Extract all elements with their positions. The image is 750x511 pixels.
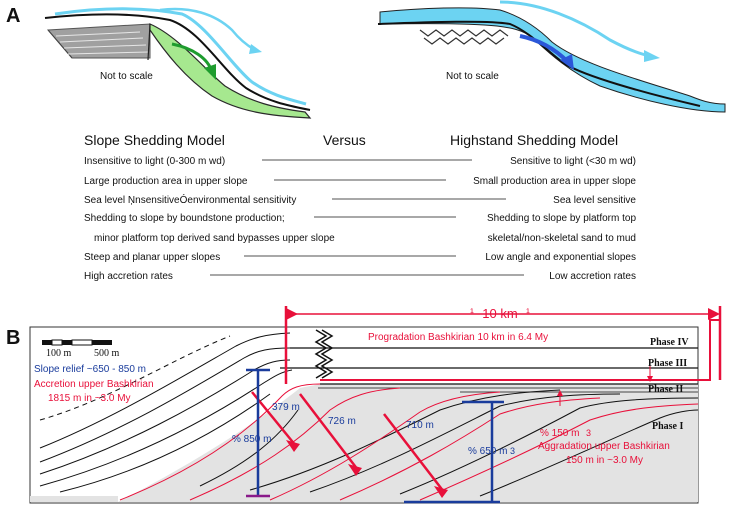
scale-100m: 100 m bbox=[46, 348, 72, 359]
comparison-rows: Insensitive to light (0-300 m wd) Sensit… bbox=[84, 156, 636, 282]
title-highstand-shedding: Highstand Shedding Model bbox=[450, 132, 618, 148]
progradation-label: Progradation Bashkirian 10 km in 6.4 My bbox=[368, 332, 548, 343]
label-150m: % 150 m bbox=[540, 428, 579, 439]
panel-a-label: A bbox=[6, 5, 20, 27]
title-versus: Versus bbox=[323, 132, 366, 148]
slope-shedding-sketch bbox=[44, 7, 312, 119]
label-379m: 379 m bbox=[272, 402, 300, 413]
phase-ii-label: Phase II bbox=[648, 384, 683, 395]
distance-label: 10 km bbox=[482, 306, 517, 321]
row-4-right: Shedding to slope by platform top bbox=[487, 213, 636, 224]
accretion-label-1: Accretion upper Bashkirian bbox=[34, 379, 154, 390]
row-6-right: Low angle and exponential slopes bbox=[485, 252, 636, 263]
label-850m: % 850 m bbox=[232, 434, 271, 445]
aggradation-label-2: 150 m in ~3.0 My bbox=[566, 455, 643, 466]
row-2-left: Large production area in upper slope bbox=[84, 176, 248, 187]
title-slope-shedding: Slope Shedding Model bbox=[84, 132, 225, 148]
phase-i-label: Phase I bbox=[652, 421, 684, 432]
row-1-left: Insensitive to light (0-300 m wd) bbox=[84, 156, 225, 167]
row-4-left: Shedding to slope by boundstone producti… bbox=[84, 213, 285, 224]
phase-iii-label: Phase III bbox=[648, 358, 687, 369]
distance-prefix: ¹ bbox=[470, 307, 474, 319]
slope-relief-label: Slope relief ~650 - 850 m bbox=[34, 364, 146, 375]
label-726m: 726 m bbox=[328, 416, 356, 427]
panel-b-label: B bbox=[6, 327, 20, 349]
label-150m-suffix: 3 bbox=[586, 428, 591, 438]
aggradation-label-1: Aggradation upper Bashkirian bbox=[538, 441, 670, 452]
distance-suffix: ¹ bbox=[526, 307, 530, 319]
accretion-label-2: 1815 m in ~3.0 My bbox=[48, 393, 131, 404]
scale-bar: 100 m 500 m bbox=[42, 339, 120, 359]
label-650m: % 650 m bbox=[468, 446, 507, 457]
scale-500m: 500 m bbox=[94, 348, 120, 359]
row-3-left: Sea level ŅnsensitiveÓenvironmental sens… bbox=[84, 193, 296, 206]
label-650m-suffix: 3 bbox=[510, 446, 515, 456]
phase-i-body bbox=[118, 384, 698, 502]
row-5-left: minor platform top derived sand bypasses… bbox=[94, 233, 335, 244]
row-5-right: skeletal/non-skeletal sand to mud bbox=[488, 233, 636, 244]
cross-section bbox=[29, 306, 722, 504]
row-6-left: Steep and planar upper slopes bbox=[84, 252, 220, 263]
label-710m: 710 m bbox=[406, 420, 434, 431]
row-7-right: Low accretion rates bbox=[549, 271, 636, 282]
phase-iv-label: Phase IV bbox=[650, 337, 689, 348]
row-1-right: Sensitive to light (<30 m wd) bbox=[510, 156, 636, 167]
row-7-left: High accretion rates bbox=[84, 271, 173, 282]
row-2-right: Small production area in upper slope bbox=[473, 176, 636, 187]
row-3-right: Sea level sensitive bbox=[553, 195, 636, 206]
note-right: Not to scale bbox=[446, 71, 499, 82]
note-left: Not to scale bbox=[100, 71, 153, 82]
highstand-shedding-sketch bbox=[377, 0, 726, 113]
